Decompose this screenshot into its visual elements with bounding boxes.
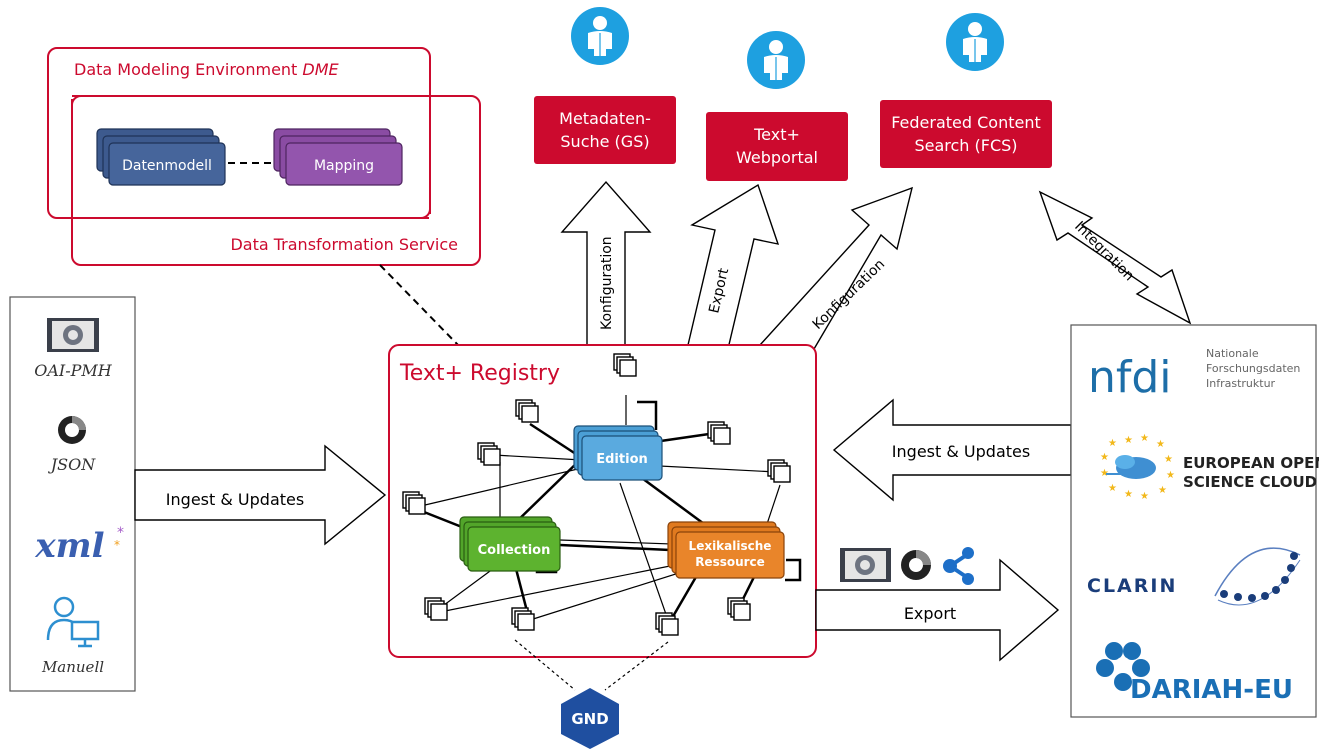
user-icon-webportal <box>746 30 806 90</box>
oai-pmh-label: OAI-PMH <box>34 361 113 380</box>
metadaten-suche-box: Metadaten- Suche (GS) <box>534 96 676 164</box>
svg-text:★: ★ <box>1140 491 1149 502</box>
svg-text:Federated Content: Federated Content <box>891 113 1041 132</box>
mapping-stack: Mapping <box>273 128 403 186</box>
svg-text:Infrastruktur: Infrastruktur <box>1206 377 1276 390</box>
json-icon <box>58 416 86 444</box>
dts-label: Data Transformation Service <box>230 235 458 254</box>
svg-text:Search (FCS): Search (FCS) <box>914 136 1017 155</box>
svg-text:★: ★ <box>1100 452 1109 463</box>
edition-node: Edition <box>573 425 663 481</box>
svg-text:★: ★ <box>1140 433 1149 444</box>
svg-text:CLARIN: CLARIN <box>1087 575 1177 597</box>
svg-text:Webportal: Webportal <box>736 148 818 167</box>
svg-text:Forschungsdaten: Forschungsdaten <box>1206 362 1300 375</box>
svg-text:★: ★ <box>1124 435 1133 446</box>
mapping-label: Mapping <box>314 158 374 174</box>
svg-text:★: ★ <box>1166 470 1175 481</box>
svg-text:*: * <box>114 538 120 552</box>
user-icon-gs <box>570 6 630 66</box>
svg-text:*: * <box>117 525 124 541</box>
oai-pmh-icon <box>47 318 99 352</box>
registry-title: Text+ Registry <box>399 361 560 386</box>
svg-text:SCIENCE CLOUD: SCIENCE CLOUD <box>1183 473 1317 491</box>
datenmodell-stack: Datenmodell <box>96 128 226 186</box>
svg-text:★: ★ <box>1100 468 1109 479</box>
svg-text:Collection: Collection <box>478 543 551 558</box>
export-format-icons <box>840 547 974 585</box>
svg-text:Export: Export <box>904 604 956 623</box>
svg-text:★: ★ <box>1124 489 1133 500</box>
dme-dts-overlap <box>71 95 431 219</box>
text-plus-registry-box: Text+ Registry <box>388 344 817 658</box>
oai-pmh-icon <box>840 548 891 582</box>
svg-text:EUROPEAN OPEN: EUROPEAN OPEN <box>1183 454 1319 472</box>
eosc-logo: ★ ★ ★ ★ ★ ★ ★ ★ ★ ★ ★ ★ EUROPEAN OPEN SCIENCE CL… <box>1100 433 1319 502</box>
svg-text:Suche (GS): Suche (GS) <box>560 132 649 151</box>
collection-node: Collection <box>459 516 561 572</box>
svg-text:nfdi: nfdi <box>1088 352 1172 403</box>
svg-text:Text+: Text+ <box>753 125 800 144</box>
arrow-ingest-left: Ingest & Updates <box>134 444 387 546</box>
lexikalische-ressource-node: Lexikalische Ressource <box>667 521 785 579</box>
svg-text:Metadaten-: Metadaten- <box>559 109 651 128</box>
partners-panel: nfdi Nationale Forschungsdaten Infrastru… <box>1070 324 1319 718</box>
arrow-export-right: Export <box>815 558 1060 662</box>
svg-text:GND: GND <box>571 710 608 728</box>
manual-user-icon <box>46 596 100 648</box>
clarin-logo: CLARIN <box>1087 547 1301 606</box>
datenmodell-label: Datenmodell <box>122 158 212 174</box>
svg-text:★: ★ <box>1164 454 1173 465</box>
arrow-integration: Integration <box>1038 190 1192 325</box>
webportal-box: Text+ Webportal <box>706 112 848 181</box>
share-network-icon <box>943 547 974 585</box>
svg-text:Lexikalische: Lexikalische <box>689 539 772 553</box>
svg-text:DARIAH-EU: DARIAH-EU <box>1130 675 1293 705</box>
arrow-ingest-right: Ingest & Updates <box>832 398 1072 502</box>
json-label: JSON <box>48 455 96 474</box>
svg-text:Integration: Integration <box>1071 219 1137 285</box>
nfdi-logo: nfdi Nationale Forschungsdaten Infrastru… <box>1088 347 1300 403</box>
svg-text:Ingest & Updates: Ingest & Updates <box>892 442 1030 461</box>
svg-text:★: ★ <box>1108 438 1117 449</box>
json-icon <box>901 550 931 580</box>
svg-text:★: ★ <box>1156 439 1165 450</box>
svg-text:Nationale: Nationale <box>1206 347 1259 360</box>
user-icon-fcs <box>945 12 1005 72</box>
dariah-logo: DARIAH-EU <box>1096 642 1293 705</box>
dme-title: Data Modeling Environment DME <box>74 60 340 79</box>
svg-text:Ingest & Updates: Ingest & Updates <box>166 490 304 509</box>
arrow-export-webportal: Export <box>687 183 780 354</box>
dts-registry-link <box>379 264 459 346</box>
xml-logo-icon: xml * * <box>34 525 124 566</box>
arrow-konfiguration-gs: Konfiguration <box>560 180 652 346</box>
fcs-box: Federated Content Search (FCS) <box>880 100 1052 168</box>
svg-text:xml: xml <box>34 526 104 566</box>
arrow-konfiguration-fcs: Konfiguration <box>758 186 913 350</box>
svg-text:★: ★ <box>1158 485 1167 496</box>
gnd-badge: GND <box>561 688 619 749</box>
manuell-label: Manuell <box>41 658 104 676</box>
svg-text:★: ★ <box>1108 483 1117 494</box>
svg-text:Ressource: Ressource <box>695 555 765 569</box>
sources-panel: OAI-PMH JSON xml * * Manuell <box>9 296 136 692</box>
svg-text:Konfiguration: Konfiguration <box>599 236 615 330</box>
svg-text:Edition: Edition <box>596 452 648 467</box>
